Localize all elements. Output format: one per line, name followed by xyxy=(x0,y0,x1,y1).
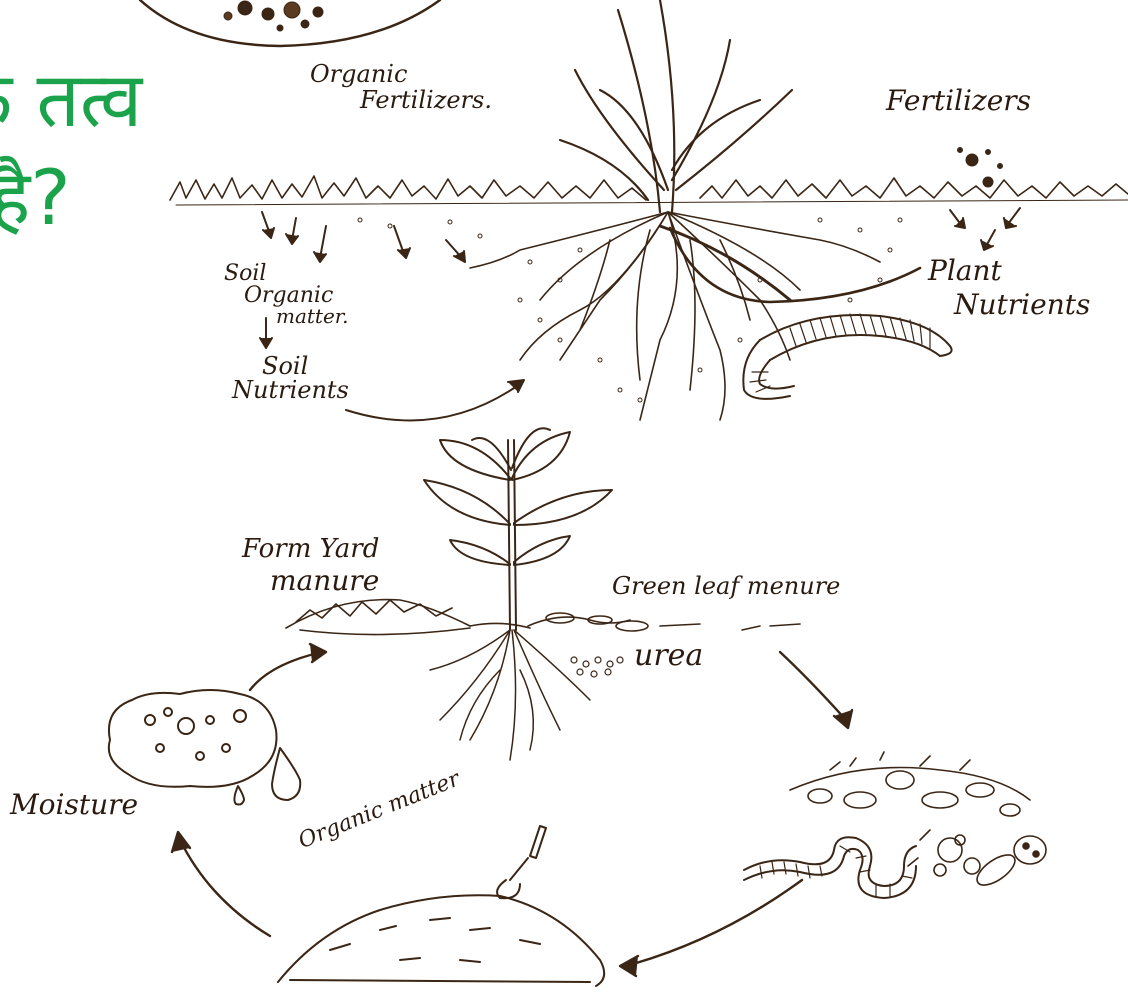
soil-particles xyxy=(358,218,902,402)
manure-and-leaves xyxy=(286,600,800,635)
label-soil-organic-matter-3: matter. xyxy=(276,306,349,327)
decomposers-cluster xyxy=(790,752,1046,891)
label-green-leaf-manure: Green leaf menure xyxy=(612,574,840,599)
label-plant-nutrients-1: Plant xyxy=(928,256,1002,285)
earthworm-bottom xyxy=(744,837,916,898)
soil-magnifier-circle xyxy=(140,0,440,46)
label-plant-nutrients-2: Nutrients xyxy=(954,290,1090,319)
fertilizer-granules xyxy=(958,148,1003,188)
arrow-nutrients-to-roots xyxy=(346,380,524,420)
label-moisture: Moisture xyxy=(10,790,138,819)
heading-line-2: है? xyxy=(0,160,71,236)
fertilizer-arrows xyxy=(950,208,1020,250)
heading-line-1: क तत्व xyxy=(0,62,142,138)
seedling-roots xyxy=(430,630,590,760)
corn-plant xyxy=(560,0,792,212)
label-urea: urea xyxy=(634,640,703,672)
cycle-arrows xyxy=(172,644,852,976)
label-soil-nutrients-2: Nutrients xyxy=(232,378,349,403)
label-fertilizers: Fertilizers xyxy=(886,86,1031,115)
urea-granules xyxy=(571,657,623,677)
corn-roots xyxy=(470,212,880,420)
earthworm-top xyxy=(743,314,951,399)
label-soil-organic-matter-1: Soil xyxy=(224,262,266,285)
label-form-yard-manure-2: manure xyxy=(270,566,379,595)
seedling-plant xyxy=(424,428,612,630)
label-organic-fertilizers-1: Organic xyxy=(310,62,407,87)
label-organic-fertilizers-2: Fertilizers. xyxy=(360,88,492,113)
label-form-yard-manure-1: Form Yard xyxy=(242,536,379,563)
arrow-root-to-plant-nutrients xyxy=(670,228,920,302)
compost-mound xyxy=(278,826,604,986)
